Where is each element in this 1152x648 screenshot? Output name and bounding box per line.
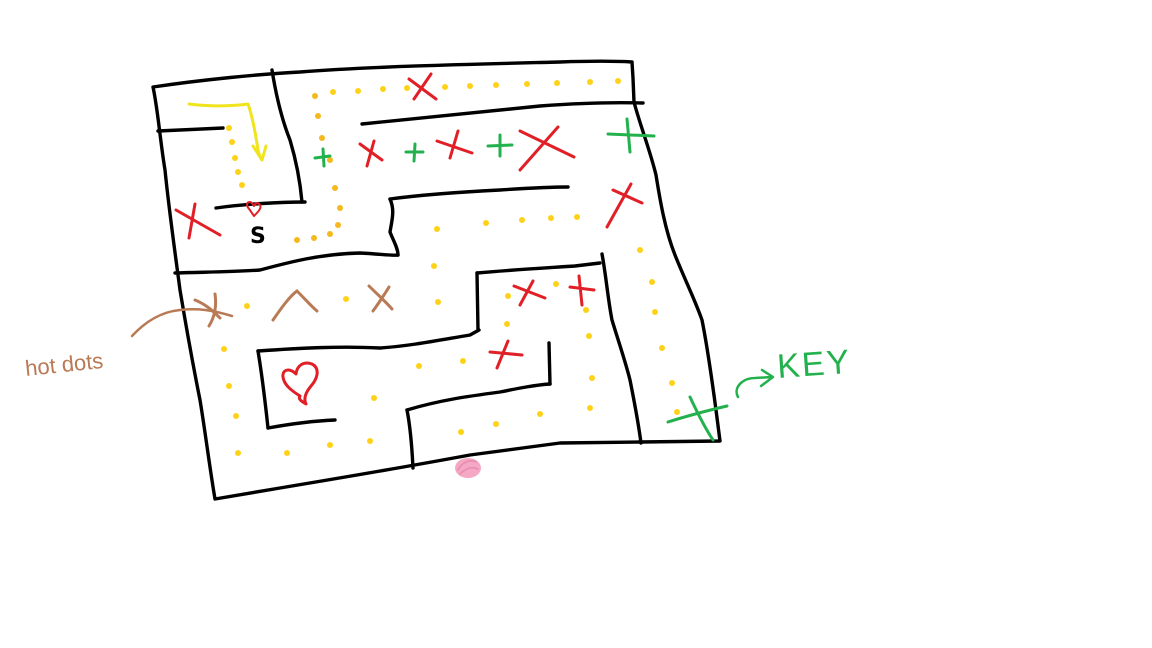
wall-inner-right-vertical xyxy=(600,252,643,445)
red-x-icon xyxy=(512,279,547,307)
green-plus-icon xyxy=(313,147,332,168)
wall-upper-separator xyxy=(173,251,400,275)
wall-heart-chamber-bottom xyxy=(266,418,337,430)
wall-start-bottom xyxy=(214,200,307,210)
start-label: S xyxy=(250,224,266,249)
key-label: KEY xyxy=(776,343,853,386)
wall-heart-chamber-left xyxy=(256,349,270,430)
wall-left-divider xyxy=(270,68,304,204)
wall-lower-inner-left xyxy=(405,408,415,470)
wall-heart-chamber-top xyxy=(256,328,481,353)
wall-center-stub xyxy=(475,271,480,332)
hot-dot-markers xyxy=(130,284,394,338)
wall-middle-u xyxy=(388,197,400,257)
hot-dots-label: hot dots xyxy=(24,348,104,381)
start-heart-icon xyxy=(246,201,262,217)
red-x-icon xyxy=(518,125,576,172)
red-x-icon xyxy=(407,72,438,101)
wall-start-ledge xyxy=(156,126,225,133)
entry-arrow xyxy=(187,102,268,162)
wall-middle-top xyxy=(388,185,570,201)
wall-lower-inner-right xyxy=(547,341,552,386)
red-x-icon xyxy=(174,202,222,240)
heart-icon xyxy=(281,361,319,406)
bonus-markers xyxy=(313,117,656,168)
maze-walls xyxy=(151,59,722,501)
green-plus-icon xyxy=(606,117,656,154)
red-x-icon xyxy=(605,182,644,229)
wall-lower-inner xyxy=(405,382,552,412)
red-x-icon xyxy=(358,139,384,168)
red-x-icon xyxy=(435,129,474,160)
brown-caret-icon xyxy=(271,289,319,322)
green-plus-icon xyxy=(486,133,514,158)
path-dots xyxy=(221,78,680,456)
brown-caret-icon xyxy=(367,284,394,313)
wall-top-inner xyxy=(360,100,645,126)
outer-wall xyxy=(151,59,722,501)
green-plus-icon xyxy=(404,142,425,163)
enemy-markers xyxy=(174,72,644,370)
wall-inner-right-top xyxy=(475,261,602,275)
hot-dots-arrow xyxy=(130,308,234,338)
exit-blob-icon xyxy=(455,458,481,478)
red-x-icon xyxy=(488,339,524,370)
key-marker xyxy=(666,368,775,442)
red-x-icon xyxy=(568,274,596,307)
